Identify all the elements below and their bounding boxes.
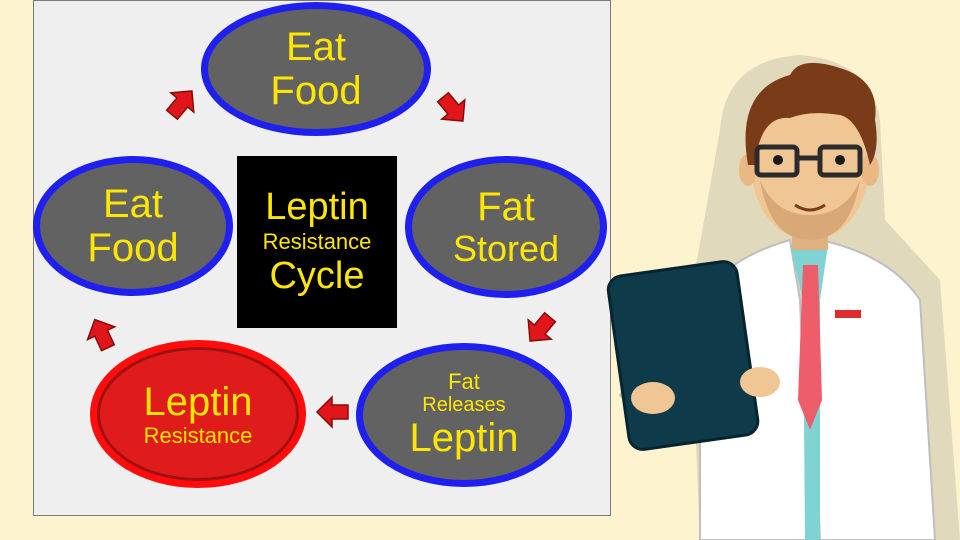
diagram-title-box: Leptin Resistance Cycle [237,156,397,328]
node-label: Leptin [143,379,253,424]
diagram-title-line: Cycle [269,254,365,297]
node-label: Resistance [143,422,253,448]
hand [740,367,780,397]
glasses [754,144,863,178]
face [752,100,868,240]
diagram-title-line: Resistance [262,229,372,255]
node-label: Eat [102,182,164,226]
hand [631,382,675,414]
node-eat-food-top: Eat Food [201,2,431,136]
mouth [794,203,826,212]
eye [773,155,783,165]
node-label: Food [87,226,179,270]
node-fat-stored: Fat Stored [405,156,607,298]
hair [745,62,877,166]
node-label: Fat [448,368,480,394]
node-label: Releases [422,394,506,417]
node-label: Eat [285,25,347,69]
node-label: Food [270,69,362,113]
node-label: Fat [477,185,535,230]
beard [760,180,860,240]
diagram-title-line: Leptin [265,185,369,228]
ear [861,154,879,186]
tie [798,265,822,430]
node-label: Leptin [409,416,519,461]
eye [835,155,845,165]
clipboard [606,260,760,451]
node-fat-releases-leptin: Fat Releases Leptin [356,343,572,487]
coat-pocket [835,310,861,318]
node-leptin-resistance: Leptin Resistance [90,340,306,488]
node-eat-food-left: Eat Food [33,156,233,296]
node-label: Stored [452,228,560,270]
